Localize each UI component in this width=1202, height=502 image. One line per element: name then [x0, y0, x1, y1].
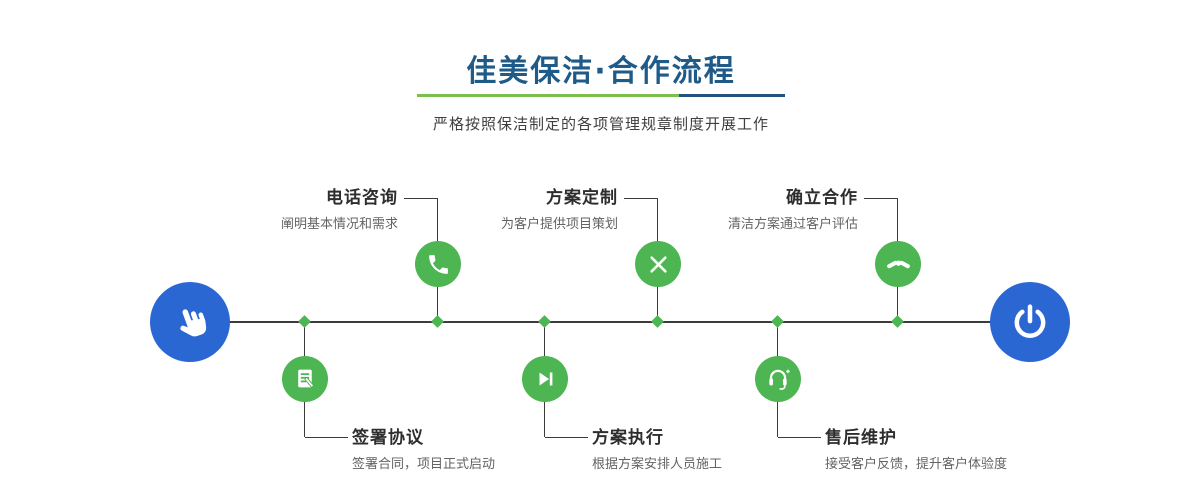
power-icon — [1014, 304, 1046, 338]
step-node-execution — [522, 356, 568, 402]
connector-line — [544, 402, 545, 437]
page-subtitle: 严格按照保洁制定的各项管理规章制度开展工作 — [432, 115, 769, 133]
connector-line — [897, 287, 898, 322]
connector-line — [304, 402, 305, 437]
connector-line — [897, 198, 898, 242]
step-desc: 阐明基本情况和需求 — [280, 217, 398, 232]
step-node-phone — [415, 241, 461, 287]
step-label: 确立合作 — [786, 188, 858, 208]
step-contract-text: 签署协议 签署合同，项目正式启动 — [352, 428, 495, 473]
contract-icon — [297, 369, 314, 387]
timeline-marker — [771, 315, 784, 328]
connector-line — [777, 402, 778, 437]
timeline-marker — [891, 315, 904, 328]
handshake-icon — [886, 259, 910, 268]
step-desc: 为客户提供项目策划 — [500, 217, 618, 232]
customer-service-icon — [769, 369, 790, 390]
timeline-line — [190, 321, 1030, 323]
connector-line — [304, 322, 305, 356]
underline-blue-segment — [679, 94, 785, 97]
design-tools-icon — [649, 255, 667, 273]
end-node — [990, 282, 1070, 362]
connector-line — [437, 287, 438, 322]
step-design-text: 方案定制 为客户提供项目策划 — [448, 188, 618, 233]
connector-line — [624, 198, 658, 199]
connector-line — [437, 198, 438, 242]
step-execution-text: 方案执行 根据方案安排人员施工 — [592, 428, 722, 473]
step-node-design — [635, 241, 681, 287]
step-desc: 接受客户反馈，提升客户体验度 — [825, 457, 1008, 472]
phone-icon — [428, 254, 448, 274]
step-node-cooperation — [875, 241, 921, 287]
timeline-marker — [431, 315, 444, 328]
step-cooperation-text: 确立合作 清洁方案通过客户评估 — [688, 188, 858, 233]
step-desc: 根据方案安排人员施工 — [592, 457, 723, 472]
play-icon — [539, 372, 553, 386]
step-label: 售后维护 — [825, 428, 897, 448]
connector-line — [657, 198, 658, 242]
connector-line — [305, 437, 348, 438]
connector-line — [544, 322, 545, 356]
step-aftersales-text: 售后维护 接受客户反馈，提升客户体验度 — [825, 428, 1007, 473]
connector-line — [657, 287, 658, 322]
connector-line — [864, 198, 898, 199]
title-underline — [417, 94, 785, 97]
pointing-hand-icon — [180, 309, 207, 337]
step-desc: 清洁方案通过客户评估 — [727, 217, 858, 232]
connector-line — [777, 322, 778, 356]
underline-green-segment — [417, 94, 679, 97]
step-node-aftersales — [755, 356, 801, 402]
step-label: 签署协议 — [352, 428, 424, 448]
step-label: 方案执行 — [592, 428, 664, 448]
timeline-marker — [538, 315, 551, 328]
step-label: 电话咨询 — [326, 188, 398, 208]
timeline-marker — [298, 315, 311, 328]
connector-line — [545, 437, 588, 438]
step-node-contract — [282, 356, 328, 402]
step-desc: 签署合同，项目正式启动 — [352, 457, 496, 472]
page-title: 佳美保洁·合作流程 — [466, 54, 736, 89]
timeline-marker — [651, 315, 664, 328]
step-label: 方案定制 — [546, 188, 618, 208]
step-phone-text: 电话咨询 阐明基本情况和需求 — [228, 188, 398, 233]
connector-line — [778, 437, 821, 438]
start-node — [150, 282, 230, 362]
connector-line — [404, 198, 438, 199]
